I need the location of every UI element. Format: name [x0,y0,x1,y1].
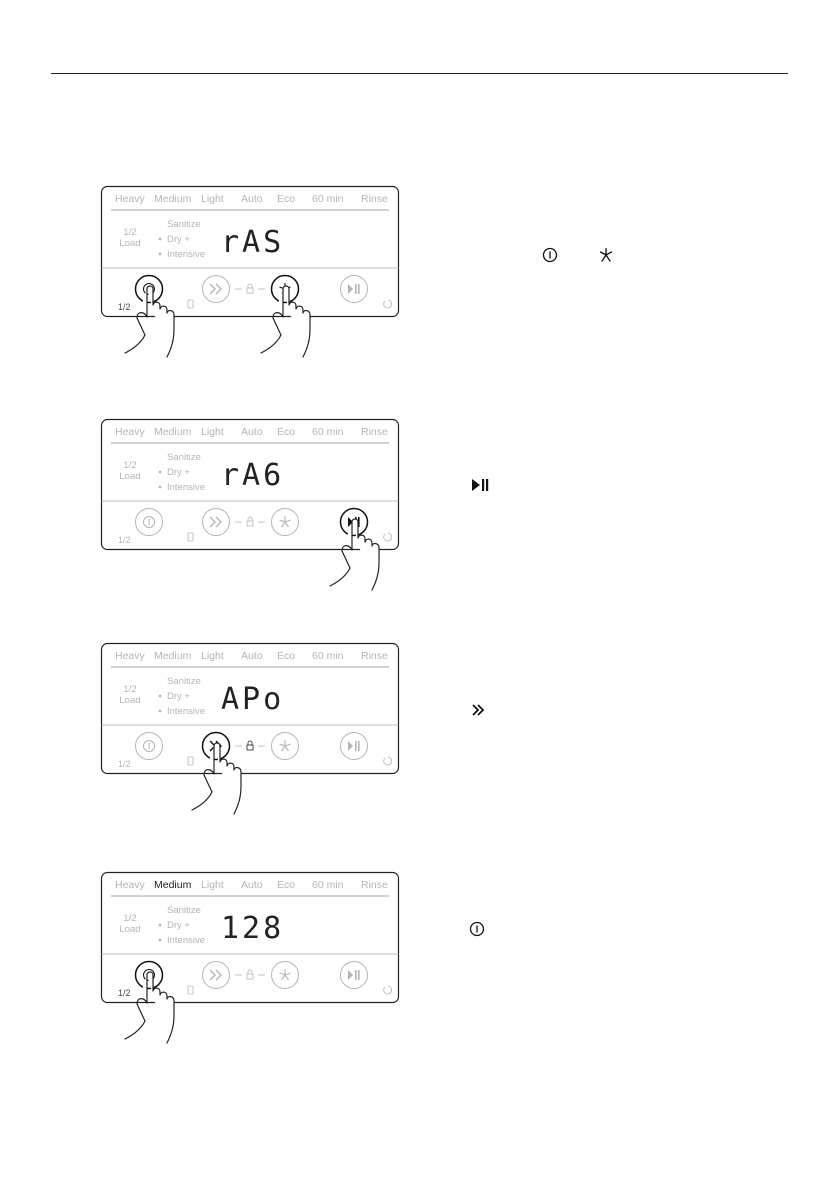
half-load-label: 1/2 [123,913,136,924]
program-label-rinse: Rinse [361,193,388,205]
program-label-medium: Medium [154,193,192,205]
start-pause-button[interactable] [340,961,368,989]
program-label-60-min: 60 min [312,193,344,205]
program-button[interactable] [202,961,230,989]
program-label-light: Light [201,193,224,205]
segment-display: rA6 [221,458,284,493]
option-label: Intensive [167,249,205,260]
power-button[interactable] [135,732,163,760]
section-divider [51,73,788,74]
option-label: Intensive [167,935,205,946]
option-label: Sanitize [167,905,201,916]
program-label-eco: Eco [277,193,295,205]
star-button[interactable] [271,732,299,760]
half-load-label: 1/2 [123,460,136,471]
program-label-60-min: 60 min [312,879,344,891]
option-label: Dry + [167,691,190,702]
program-label-heavy: Heavy [115,650,146,662]
program-label-light: Light [201,426,224,438]
option-label: Sanitize [167,676,201,687]
pointing-hand-icon [191,742,242,815]
pointing-hand-icon [124,285,175,358]
asterisk-icon [596,245,616,265]
program-label-medium: Medium [154,426,192,438]
half-load-label: 1/2 [123,684,136,695]
half-indicator: 1/2 [118,759,131,769]
program-label-rinse: Rinse [361,426,388,438]
program-label-rinse: Rinse [361,650,388,662]
program-label-medium: Medium [154,879,192,891]
option-label: Intensive [167,482,205,493]
start-pause-button[interactable] [340,275,368,303]
program-label-light: Light [201,879,224,891]
option-label: Dry + [167,920,190,931]
half-load-label: Load [119,695,140,706]
start-pause-button[interactable] [340,732,368,760]
program-label-auto: Auto [241,650,263,662]
program-label-auto: Auto [241,879,263,891]
segment-display: APo [221,682,284,717]
half-indicator: 1/2 [118,302,131,312]
star-button[interactable] [271,508,299,536]
half-indicator: 1/2 [118,988,131,998]
segment-display: rAS [221,225,284,260]
program-label-60-min: 60 min [312,650,344,662]
half-load-label: Load [119,471,140,482]
option-label: Sanitize [167,219,201,230]
program-label-heavy: Heavy [115,193,146,205]
pointing-hand-icon [124,971,175,1044]
option-label: Dry + [167,234,190,245]
power-icon [467,919,487,939]
star-button[interactable] [271,961,299,989]
program-label-rinse: Rinse [361,879,388,891]
half-indicator: 1/2 [118,535,131,545]
program-label-light: Light [201,650,224,662]
program-label-eco: Eco [277,426,295,438]
program-button[interactable] [202,508,230,536]
program-label-medium: Medium [154,650,192,662]
program-label-auto: Auto [241,426,263,438]
option-label: Intensive [167,706,205,717]
program-label-heavy: Heavy [115,879,146,891]
program-label-heavy: Heavy [115,426,146,438]
program-button[interactable] [202,275,230,303]
pointing-hand-icon [260,285,311,358]
program-label-auto: Auto [241,193,263,205]
play-pause-icon [470,475,490,495]
pointing-hand-icon [329,518,380,591]
power-button[interactable] [135,508,163,536]
program-label-eco: Eco [277,879,295,891]
half-load-label: Load [119,924,140,935]
option-label: Dry + [167,467,190,478]
double-chevron-icon [468,700,488,720]
power-icon [540,245,560,265]
half-load-label: Load [119,238,140,249]
program-label-60-min: 60 min [312,426,344,438]
option-label: Sanitize [167,452,201,463]
program-label-eco: Eco [277,650,295,662]
segment-display: 128 [221,911,284,946]
half-load-label: 1/2 [123,227,136,238]
